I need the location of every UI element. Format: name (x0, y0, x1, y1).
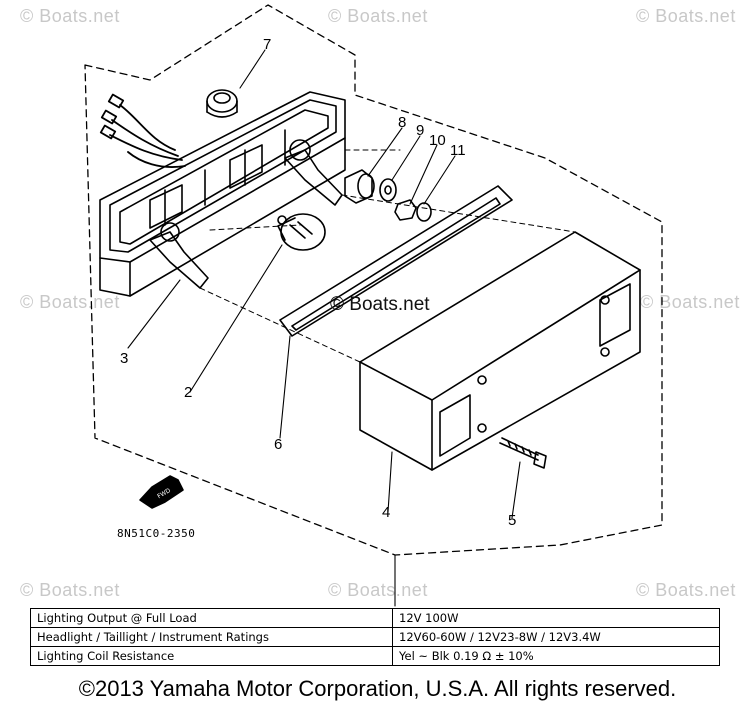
grommet (206, 89, 238, 118)
spec-label: Headlight / Taillight / Instrument Ratin… (30, 627, 393, 647)
watermark: © Boats.net (328, 6, 428, 26)
spec-value: 12V60-60W / 12V23-8W / 12V3.4W (392, 627, 720, 647)
copyright-notice: ©2013 Yamaha Motor Corporation, U.S.A. A… (78, 676, 677, 701)
leader-lines (127, 49, 521, 607)
watermark: © Boats.net (636, 580, 736, 600)
callout-number: 9 (416, 122, 425, 139)
callout-number: 11 (450, 142, 466, 159)
callout-number: 3 (120, 350, 129, 367)
watermark: © Boats.net (328, 580, 428, 600)
spec-value: Yel ~ Blk 0.19 Ω ± 10% (392, 646, 720, 666)
diagram-part-code: 8N51C0-2350 (117, 527, 196, 540)
callout-number: 2 (184, 384, 193, 401)
watermark: © Boats.net (636, 6, 736, 26)
callout-number: 10 (429, 132, 446, 149)
bulb (277, 213, 326, 251)
callout-number: 8 (398, 114, 407, 131)
callout-number: 7 (263, 36, 272, 53)
alignment-lines (199, 149, 576, 363)
table-row: Lighting Output @ Full Load 12V 100W (30, 608, 720, 628)
specifications-table: Lighting Output @ Full Load 12V 100W Hea… (30, 608, 720, 666)
socket-housing (99, 91, 346, 297)
assembly-boundary (84, 4, 663, 556)
watermark: © Boats.net (20, 292, 120, 312)
center-watermark: © Boats.net (330, 294, 430, 315)
callout-number: 6 (274, 436, 283, 453)
table-row: Lighting Coil Resistance Yel ~ Blk 0.19 … (30, 646, 720, 666)
spec-value: 12V 100W (392, 608, 720, 628)
fwd-arrow-icon (139, 475, 184, 509)
mounting-hardware (344, 169, 432, 222)
spec-label: Lighting Output @ Full Load (30, 608, 393, 628)
watermark: © Boats.net (20, 6, 120, 26)
watermark: © Boats.net (20, 580, 120, 600)
callout-number: 5 (508, 512, 517, 529)
watermark: © Boats.net (640, 292, 740, 312)
spec-label: Lighting Coil Resistance (30, 646, 393, 666)
callout-number: 4 (382, 504, 391, 521)
screw (499, 437, 547, 469)
wire-harness (99, 93, 186, 168)
table-row: Headlight / Taillight / Instrument Ratin… (30, 627, 720, 647)
gasket (279, 185, 513, 337)
